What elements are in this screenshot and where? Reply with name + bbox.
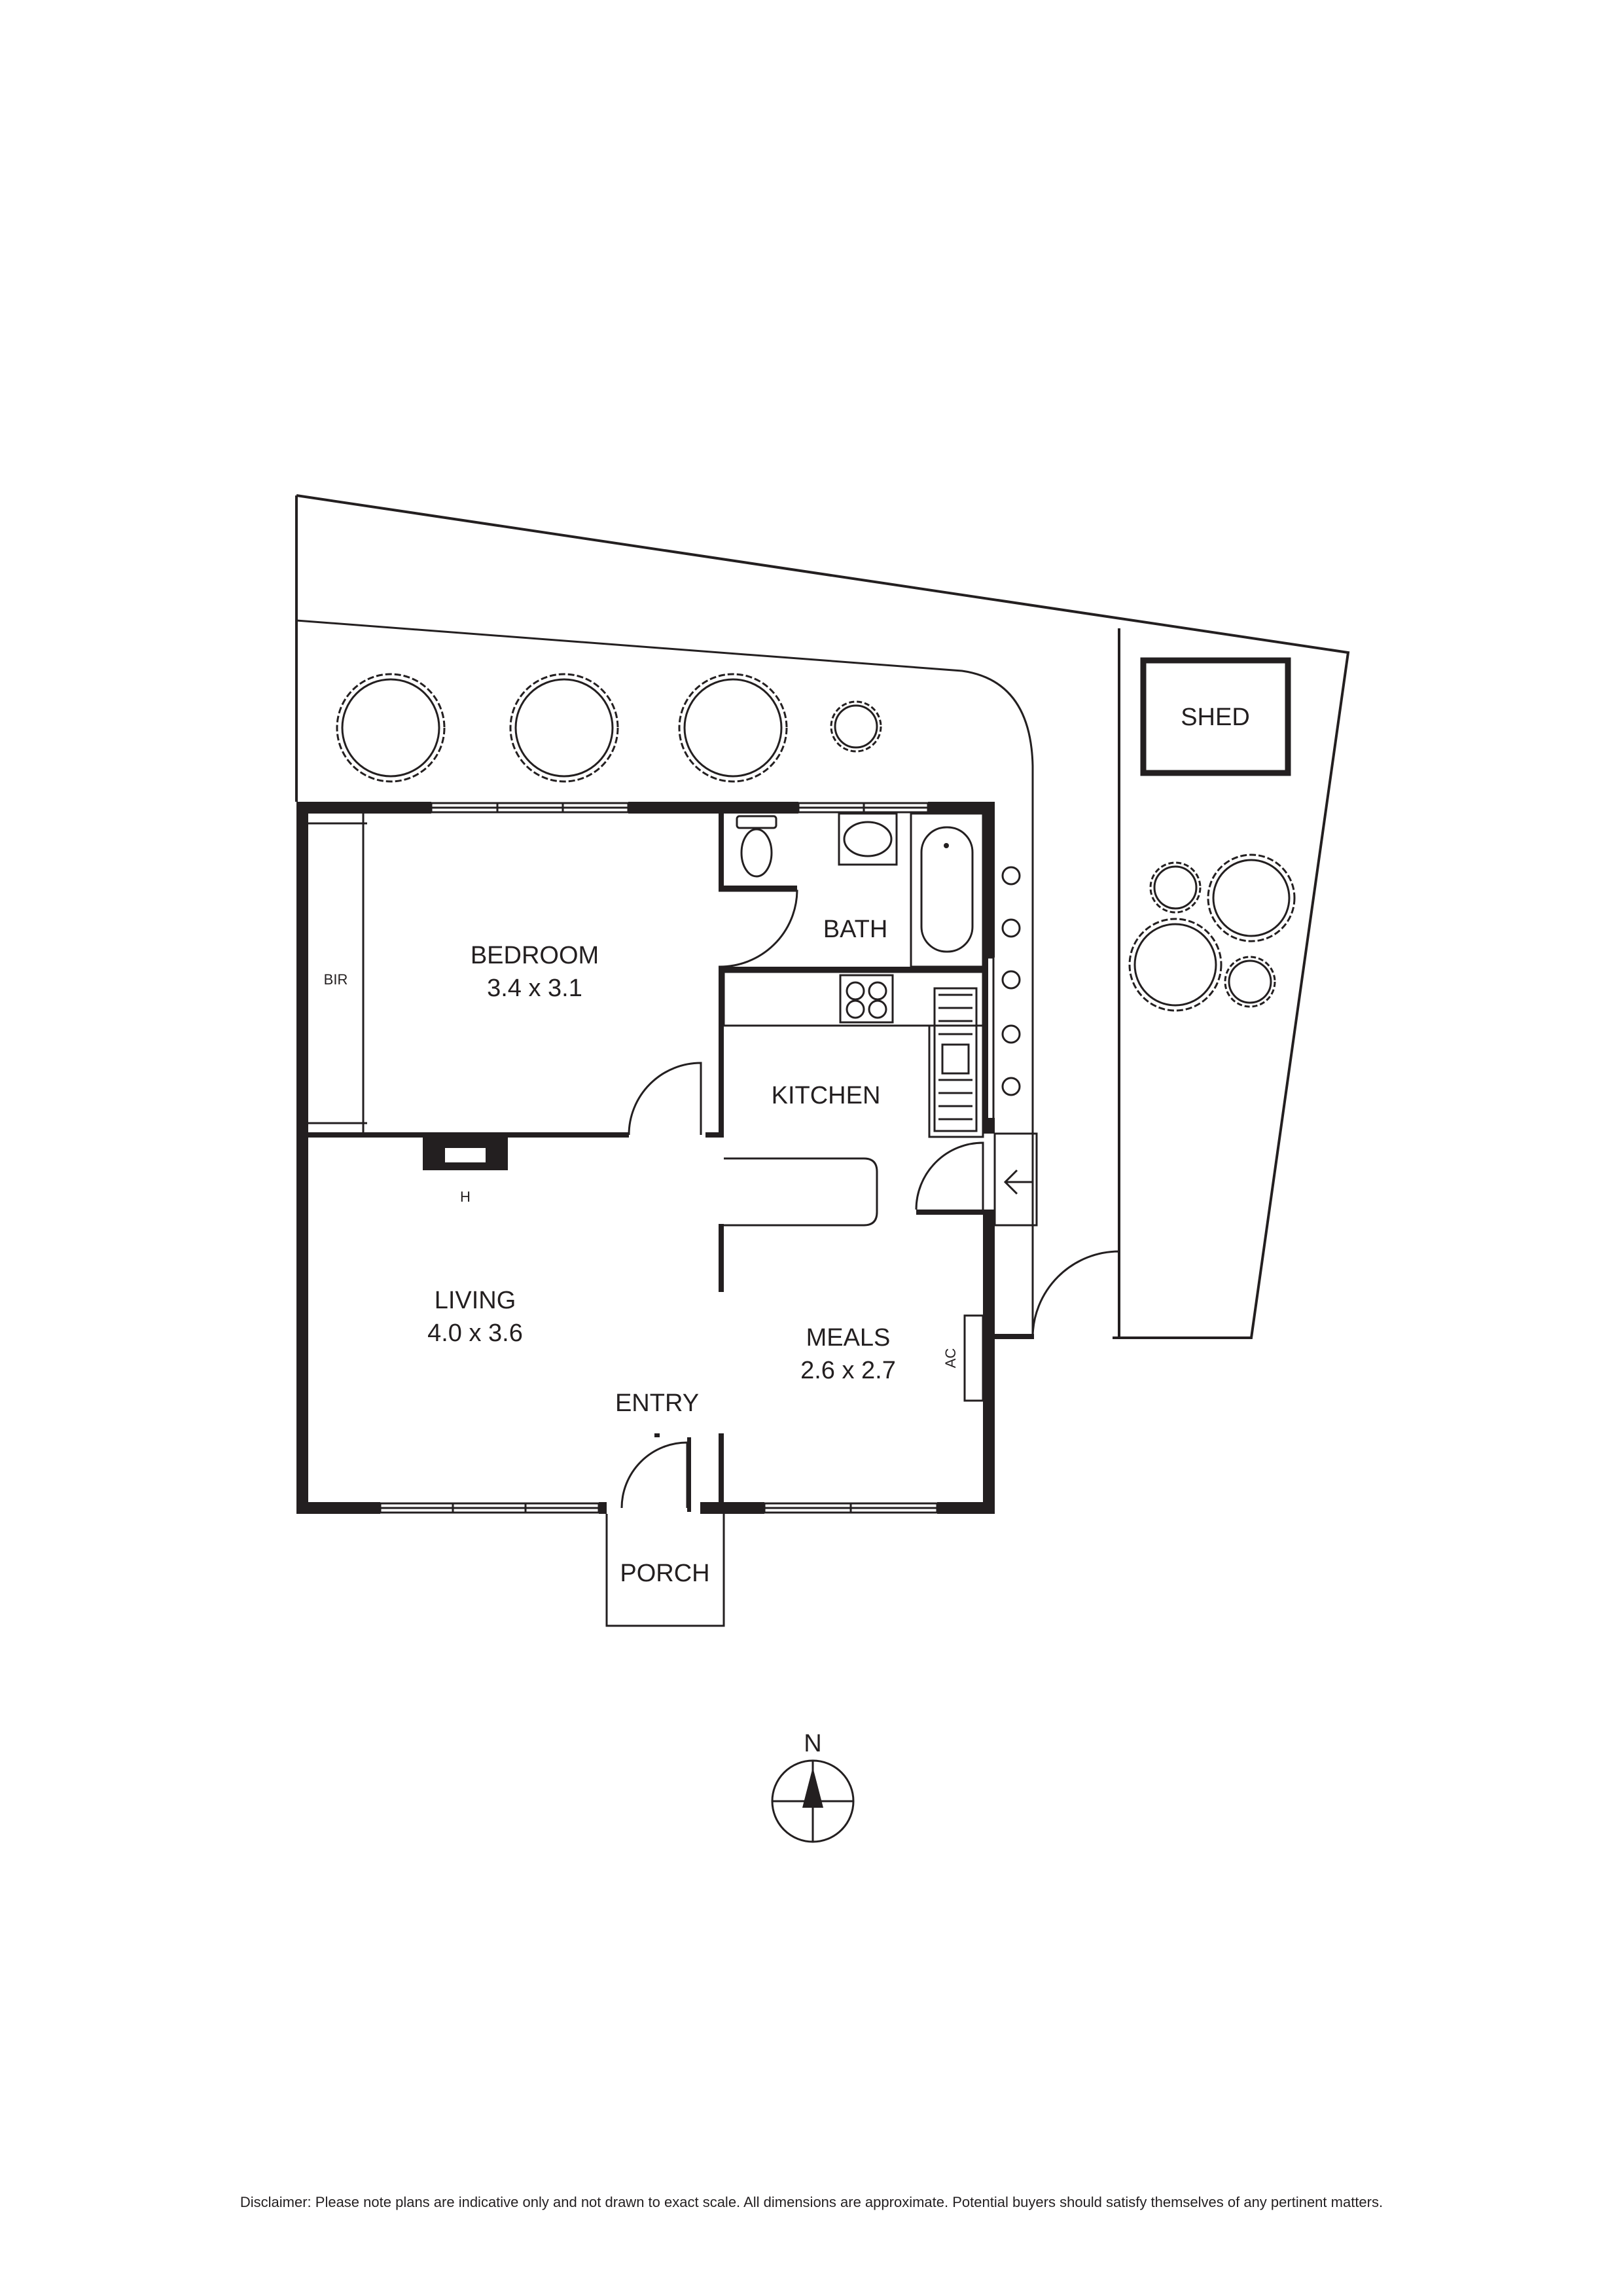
tree-icon <box>514 678 614 778</box>
disclaimer-text: Disclaimer: Please note plans are indica… <box>240 2194 1383 2210</box>
tree-icon <box>336 673 446 783</box>
sink-icon <box>933 987 978 1132</box>
porch-label: PORCH <box>620 1560 709 1587</box>
tree-icon <box>1133 923 1217 1007</box>
shrub-icon <box>1153 865 1198 910</box>
tree-icon <box>1207 853 1296 942</box>
kitchen-label: KITCHEN <box>772 1082 881 1109</box>
paver-icon <box>1001 866 1021 886</box>
paver-icon <box>1001 970 1021 990</box>
vanity-icon <box>838 812 898 866</box>
internal-walls <box>308 814 983 1512</box>
paver-icon <box>1001 1024 1021 1044</box>
toilet-icon <box>740 828 773 878</box>
arrow-left-icon <box>1003 1169 1033 1195</box>
shrub-icon <box>834 704 878 749</box>
aircon-label: AC <box>942 1348 959 1369</box>
tree-icon <box>683 678 783 778</box>
windows <box>379 802 995 1514</box>
built-in-robe: BIR <box>308 814 367 1132</box>
basin-icon <box>843 821 893 857</box>
porch: PORCH <box>605 1514 725 1627</box>
bathtub-icon <box>920 826 974 953</box>
shrub-icon <box>1149 861 1202 914</box>
shed: SHED <box>1140 657 1291 776</box>
meals-size: 2.6 x 2.7 <box>800 1357 896 1384</box>
meals-label: MEALS <box>806 1324 891 1352</box>
tree-icon <box>1212 859 1291 937</box>
room-labels: BEDROOM 3.4 x 3.1 LIVING 4.0 x 3.6 MEALS… <box>427 942 896 1417</box>
bench-icon <box>722 971 984 1027</box>
shrub-icon <box>830 700 882 753</box>
shrub-icon <box>1228 960 1272 1004</box>
shrub-icon <box>1224 956 1276 1008</box>
entry-label: ENTRY <box>615 1390 699 1417</box>
cooktop-icon <box>839 974 894 1024</box>
landing <box>993 1132 1038 1227</box>
bedroom-size: 3.4 x 3.1 <box>487 975 582 1002</box>
trees <box>336 673 1296 1096</box>
heater: H <box>423 1138 508 1205</box>
sink-icon <box>941 1043 970 1075</box>
living-size: 4.0 x 3.6 <box>427 1319 523 1347</box>
bedroom-label: BEDROOM <box>471 942 599 969</box>
doors <box>620 889 1120 1512</box>
bir-label: BIR <box>324 971 348 988</box>
toilet-icon <box>736 815 777 829</box>
paver-icon <box>1001 918 1021 938</box>
tree-icon <box>678 673 788 783</box>
kitchen-fixtures: KITCHEN <box>722 971 984 1227</box>
north-compass: N <box>771 1730 855 1843</box>
heater-label: H <box>460 1189 471 1205</box>
tree-icon <box>341 678 440 778</box>
bathtub-icon <box>910 812 984 968</box>
tree-icon <box>1128 918 1222 1012</box>
external-walls <box>296 802 1034 1514</box>
bath-label: BATH <box>823 916 888 943</box>
site-boundary <box>295 494 1350 1339</box>
bench-icon <box>928 1024 984 1138</box>
shed-label: SHED <box>1181 704 1250 731</box>
living-label: LIVING <box>435 1287 516 1314</box>
north-arrow-icon <box>802 1767 823 1808</box>
paver-icon <box>1001 1077 1021 1096</box>
bathroom-fixtures: BATH <box>736 812 984 968</box>
tree-icon <box>509 673 619 783</box>
compass-north-label: N <box>804 1730 821 1757</box>
air-conditioner: AC <box>942 1314 984 1402</box>
